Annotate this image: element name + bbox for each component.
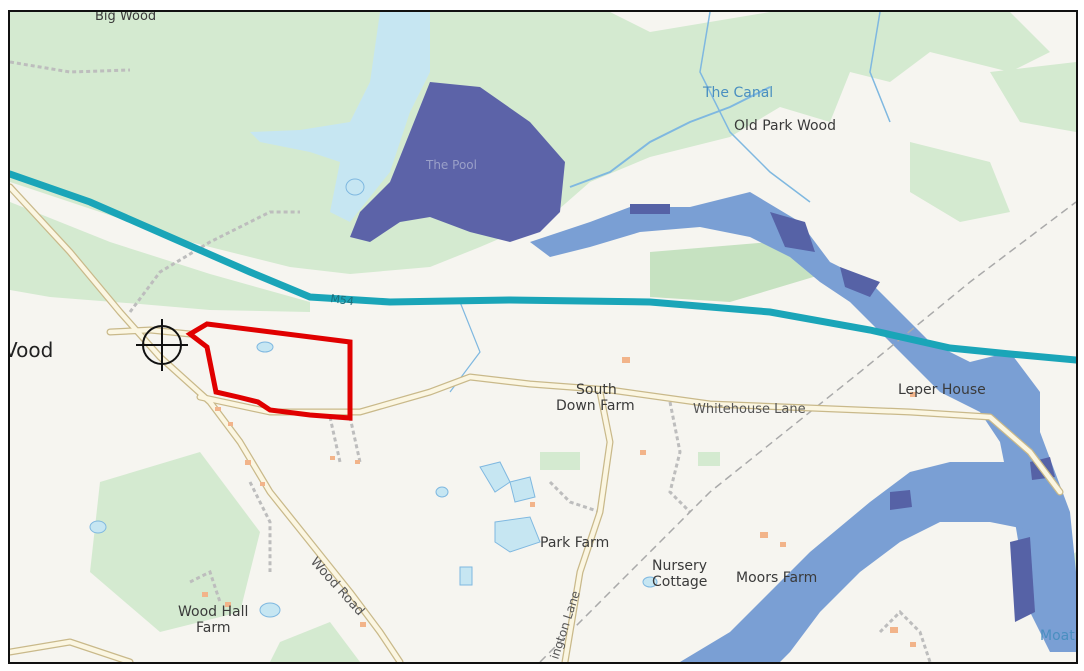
- flood-zone-south: [680, 462, 1060, 662]
- site-boundary: [185, 321, 353, 421]
- label-wood-road: Wood Road: [307, 555, 367, 619]
- label-cottage: Cottage: [652, 574, 707, 590]
- woodland-patch-small-1: [540, 452, 580, 470]
- canal-line: [569, 86, 771, 188]
- pond-1: [256, 341, 274, 353]
- woodland-patch-east-2: [910, 142, 1010, 222]
- the-pool-water-body: [350, 82, 565, 242]
- flood-zone-dark-1: [770, 212, 815, 252]
- m54-motorway: [10, 170, 1076, 364]
- woodland-patch-small-2: [698, 452, 720, 466]
- label-park-farm: Park Farm: [540, 535, 609, 551]
- road-sw: [10, 639, 133, 662]
- road-whitehouse-lane: [197, 374, 1063, 495]
- pond-6: [435, 486, 449, 498]
- label-wood: Vood: [10, 338, 53, 362]
- tracks: [10, 60, 932, 662]
- label-top-wood: Big Wood: [95, 12, 156, 24]
- road-casing-sw: [10, 638, 134, 662]
- flood-zone-dark-6: [630, 204, 670, 214]
- stream-1: [699, 12, 811, 203]
- flood-zone-dark-5: [1010, 537, 1035, 622]
- label-wood-hall: Wood Hall: [178, 604, 248, 620]
- label-moors-farm: Moors Farm: [736, 570, 817, 586]
- label-the-pool: The Pool: [425, 158, 477, 172]
- flood-zone-north: [530, 192, 1076, 652]
- map-view[interactable]: Big Wood The Canal Old Park Wood The Poo…: [8, 10, 1078, 664]
- crosshair-icon[interactable]: [136, 319, 188, 371]
- woodland-patch-east: [650, 242, 830, 302]
- stream-2: [869, 12, 891, 123]
- label-m54: M54: [330, 292, 355, 308]
- pond-5: [494, 516, 541, 553]
- track-9: [10, 60, 131, 74]
- pond-3: [479, 461, 511, 493]
- pond-9: [642, 576, 658, 588]
- label-the-canal: The Canal: [702, 85, 773, 101]
- woodland-patch-south: [270, 622, 360, 662]
- woodland-patch-ne: [990, 62, 1076, 132]
- track-7: [189, 569, 222, 603]
- flood-zone-dark-2: [840, 267, 880, 297]
- track-8: [878, 609, 932, 662]
- label-down-farm: Down Farm: [556, 398, 635, 414]
- track-1: [128, 210, 300, 313]
- label-moat: Moat: [1040, 628, 1075, 644]
- map-canvas: Big Wood The Canal Old Park Wood The Poo…: [10, 12, 1076, 662]
- track-2: [328, 416, 342, 463]
- railway-line: [539, 201, 1076, 662]
- label-south: South: [576, 382, 617, 398]
- woodland-under-motorway: [10, 202, 310, 312]
- reservoir-light: [250, 12, 430, 222]
- label-whitehouse-lane: Whitehouse Lane: [693, 402, 806, 417]
- flood-zone-dark-4: [890, 490, 912, 510]
- track-4: [668, 401, 692, 514]
- label-leper-house: Leper House: [898, 382, 986, 398]
- track-6: [248, 481, 272, 572]
- woodland-southwest: [90, 452, 260, 632]
- pond-7: [459, 566, 473, 586]
- label-old-park-wood: Old Park Wood: [734, 118, 836, 134]
- track-5: [548, 480, 601, 514]
- buildings: [202, 357, 916, 647]
- roads: [10, 183, 1064, 662]
- pond-4: [509, 476, 536, 503]
- label-nursery: Nursery: [652, 558, 707, 574]
- water-features: [89, 12, 891, 618]
- flood-zones: [530, 192, 1076, 662]
- track-3: [348, 416, 362, 463]
- pond-10: [259, 602, 281, 618]
- label-farm: Farm: [196, 620, 231, 636]
- road-ington-lane: [562, 389, 613, 662]
- pond-8: [89, 520, 107, 534]
- road-west: [10, 184, 403, 662]
- pond-2: [345, 178, 365, 196]
